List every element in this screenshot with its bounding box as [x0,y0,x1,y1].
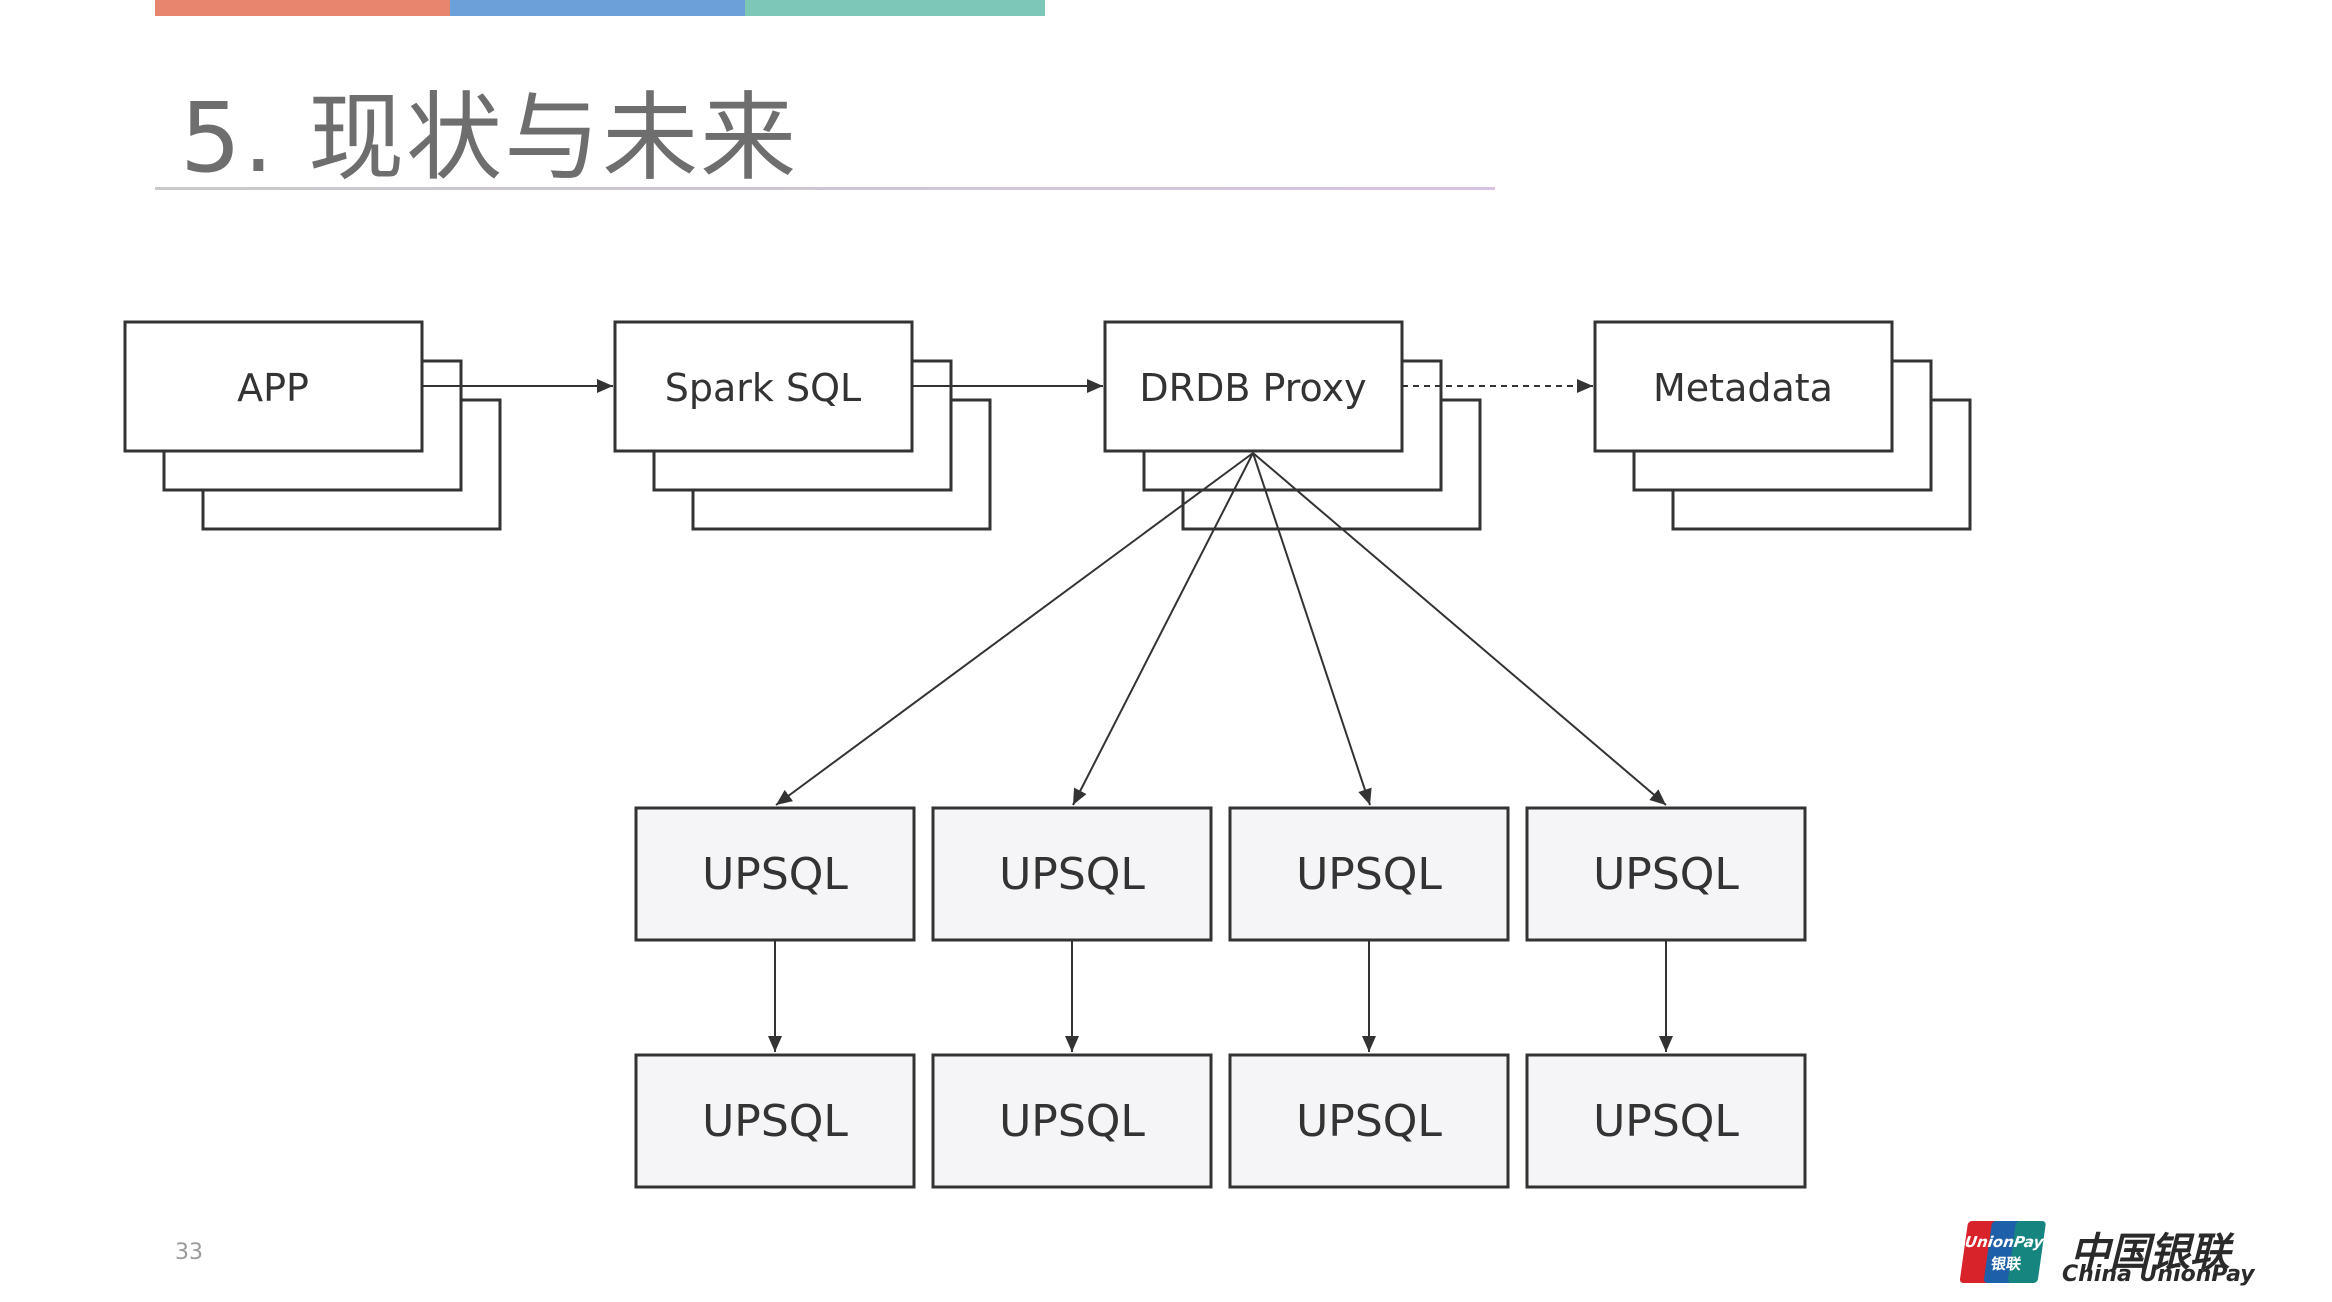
arrow-drdb-to-upsql-1 [775,452,1254,806]
drdb-proxy-box [1103,320,1404,453]
arrow-drdb-to-upsql-2 [1072,452,1254,806]
arrow-drdb-to-upsql-3 [1252,452,1372,806]
upsql-row-1: UPSQL UPSQL UPSQL UPSQL [634,806,1807,942]
upsql-row-2: UPSQL UPSQL UPSQL UPSQL [634,1053,1807,1189]
upsql-box [931,1053,1213,1189]
logo-name-en: China UnionPay [2062,1262,2255,1287]
upsql-label: UPSQL [702,1096,848,1147]
page-title: 5. 现状与未来 [180,82,799,194]
app-label: APP [237,366,309,410]
upsql-label: UPSQL [1296,1096,1442,1147]
logo-badge-cn: 银联 [1990,1255,2023,1273]
title-underline [155,187,1495,190]
upsql-label: UPSQL [1593,849,1739,900]
app-box [123,320,424,453]
upsql-label: UPSQL [702,849,848,900]
metadata-stack: Metadata [1593,320,1972,531]
accent-bar-3 [745,0,1045,16]
upsql-box [634,1053,916,1189]
unionpay-logo: UnionPay 银联 [1959,1221,2046,1283]
upsql-box [1525,806,1807,942]
accent-bar-2 [450,0,745,16]
upsql-box [931,806,1213,942]
spark-sql-stack: Spark SQL [613,320,992,531]
metadata-box [1593,320,1894,453]
spark-sql-label: Spark SQL [665,366,861,410]
upsql-box [1525,1053,1807,1189]
logo-name-cn: 中国银联 [2070,1230,2230,1276]
logo-teal-band [2007,1221,2046,1283]
upsql-box [634,806,916,942]
upsql-box [1228,806,1510,942]
page-number: 33 [175,1240,203,1265]
upsql-box [1228,1053,1510,1189]
upsql-label: UPSQL [999,1096,1145,1147]
metadata-label: Metadata [1653,366,1833,410]
upsql-label: UPSQL [999,849,1145,900]
drdb-proxy-stack: DRDB Proxy [1103,320,1482,531]
drdb-proxy-label: DRDB Proxy [1139,366,1366,410]
arrow-drdb-to-upsql-4 [1252,452,1667,806]
app-stack: APP [123,320,502,531]
logo-badge-en: UnionPay [1964,1233,2046,1251]
accent-bar-1 [155,0,450,16]
upsql-label: UPSQL [1296,849,1442,900]
upsql-label: UPSQL [1593,1096,1739,1147]
